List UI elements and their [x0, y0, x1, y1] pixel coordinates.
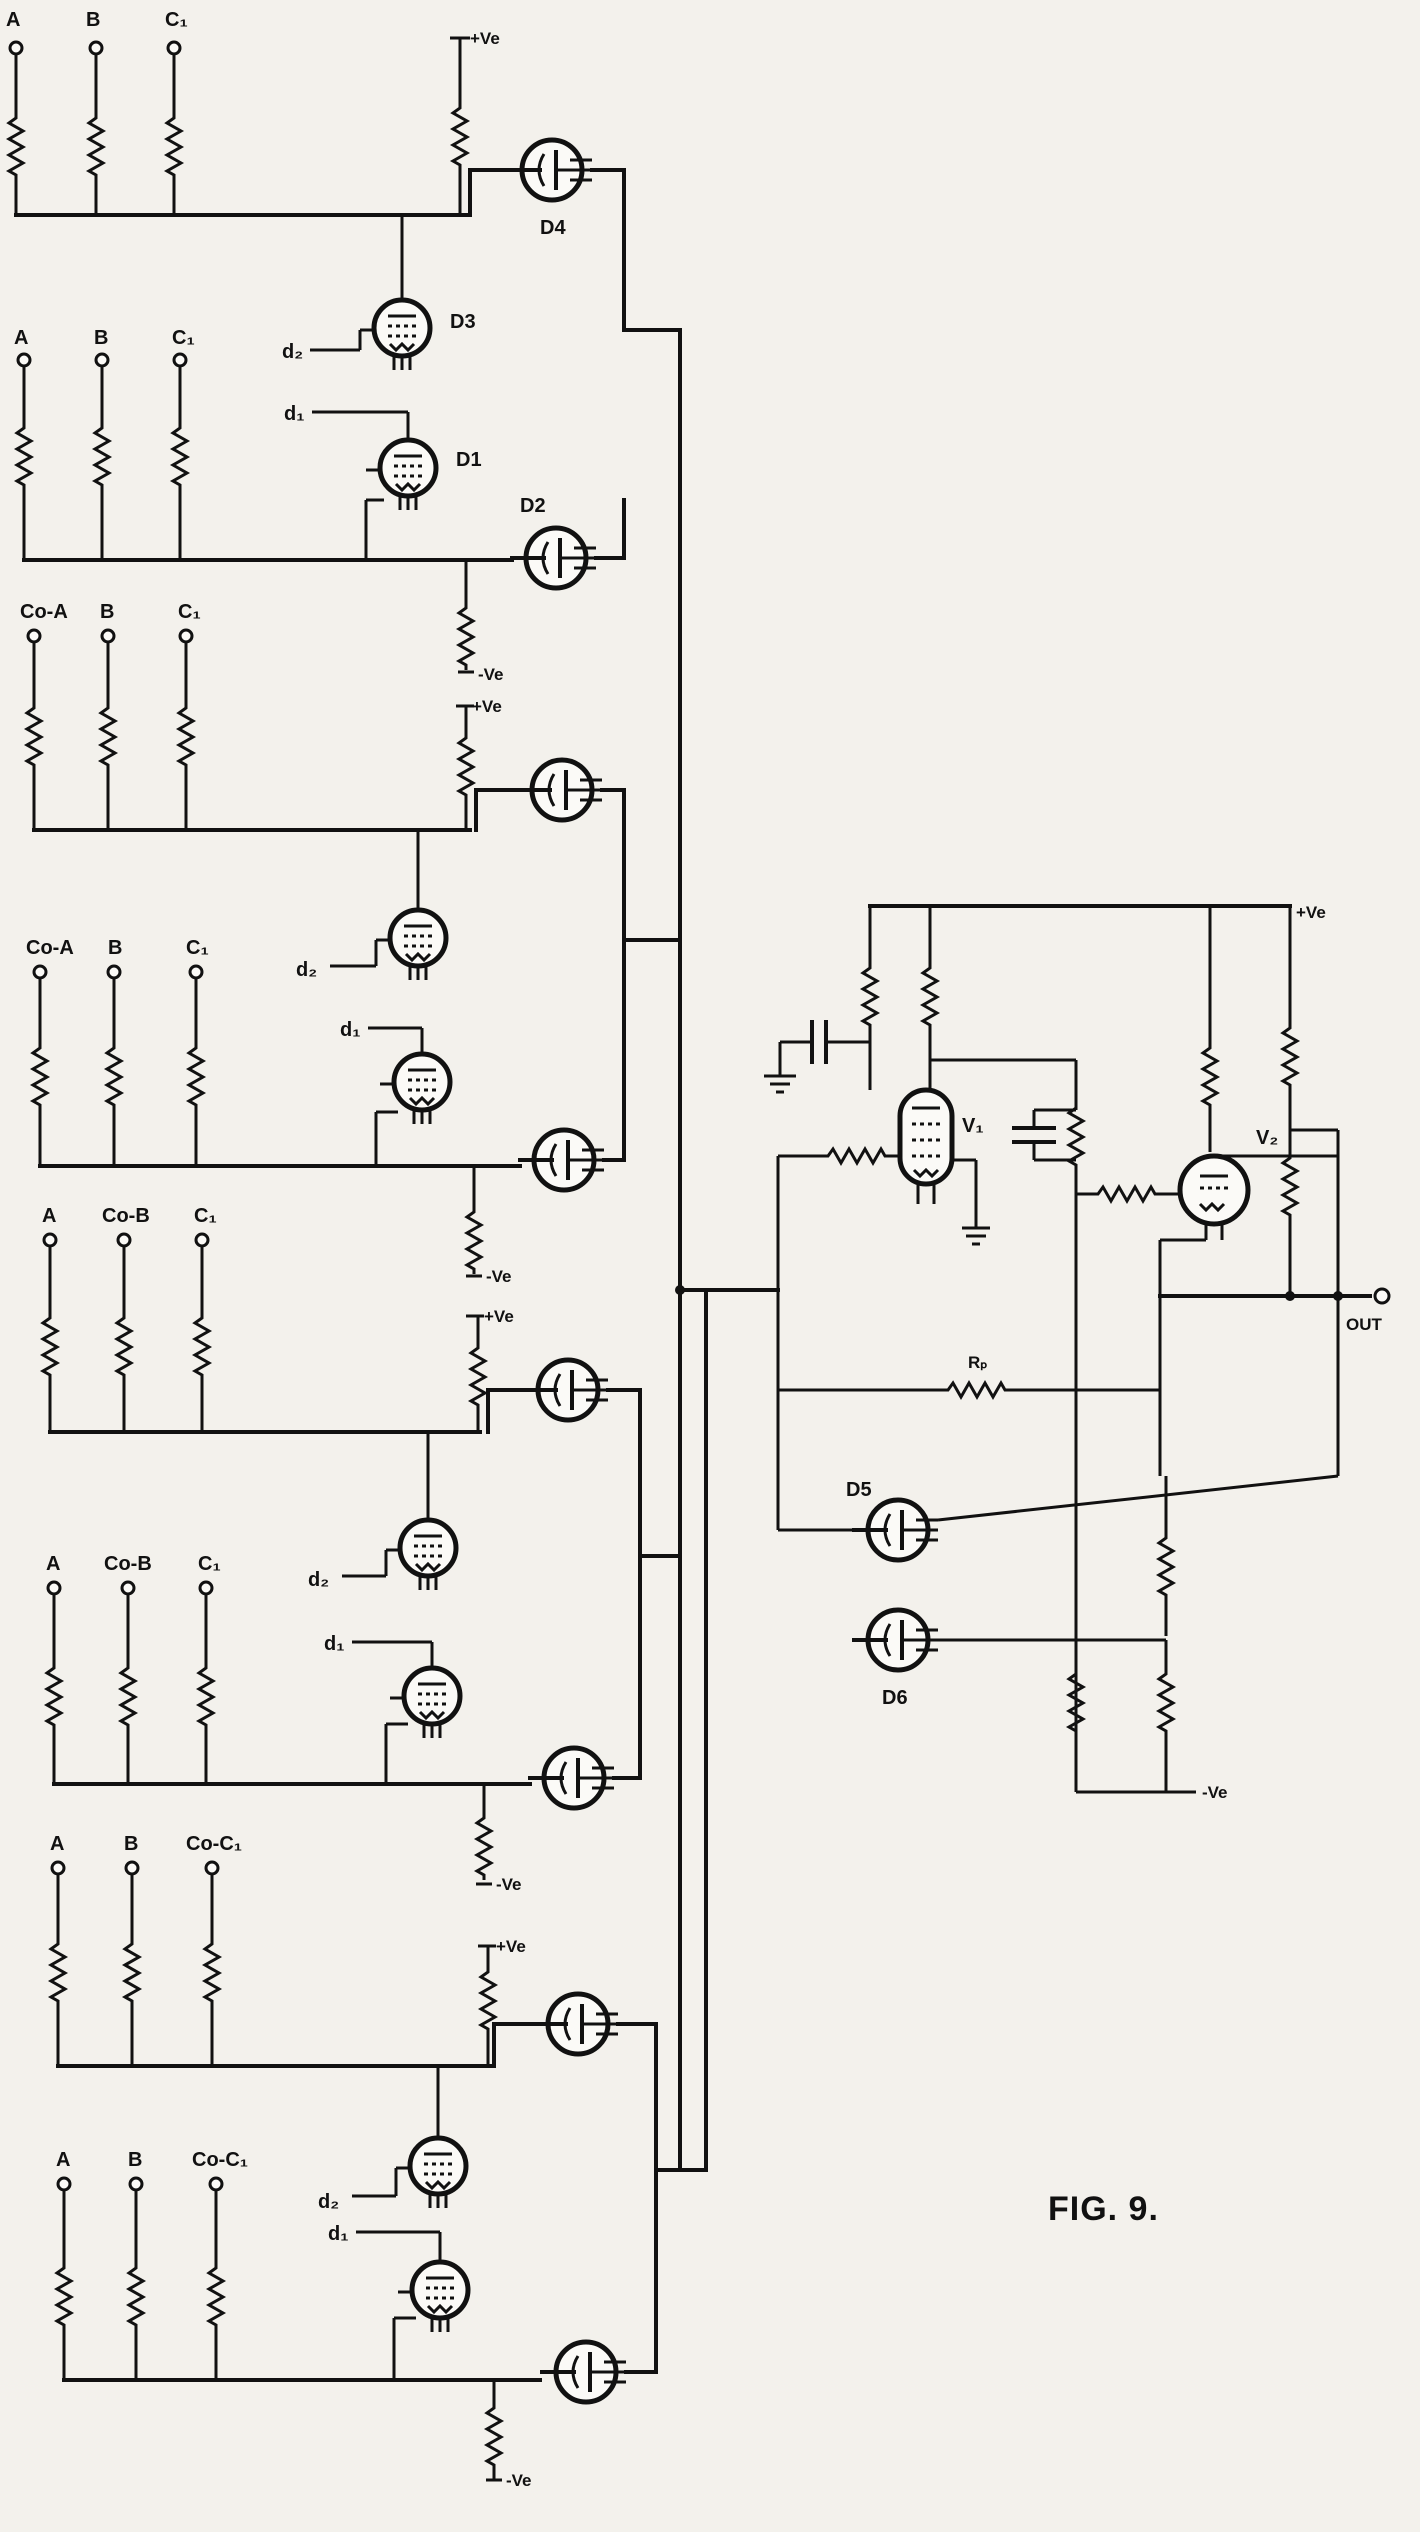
d1-label: d₁ [324, 1633, 345, 1655]
input-label: B [124, 1833, 138, 1855]
d1-label: d₁ [340, 1019, 361, 1041]
stage-2: Co-A B C₁ +Ve d₂ [20, 601, 626, 981]
input-label: B [86, 9, 100, 31]
input-label: Co-B [104, 1553, 152, 1575]
input-label: B [94, 327, 108, 349]
input-label: Co-A [26, 937, 74, 959]
output-label: OUT [1346, 1315, 1383, 1334]
supply-label: +Ve [496, 1937, 526, 1956]
d2-label: d₂ [296, 959, 317, 981]
input-label: Co-C₁ [186, 1833, 242, 1855]
input-label: A [42, 1205, 56, 1227]
input-label: C₁ [194, 1205, 217, 1227]
supply-label: -Ve [496, 1875, 522, 1894]
stage-1: A B C₁ +Ve D4 D3 d₂ D1 d₁ A B C₁ [6, 9, 682, 684]
d2-label: d₂ [308, 1569, 329, 1591]
supply-label: +Ve [472, 697, 502, 716]
input-label: A [50, 1833, 64, 1855]
d2-label: d₂ [318, 2191, 339, 2213]
input-label: A [14, 327, 28, 349]
supply-label: +Ve [484, 1307, 514, 1326]
stage-4: A Co-B C₁ +Ve d₂ [41, 1205, 642, 1591]
output-amplifier: +Ve V₁ [764, 903, 1391, 1802]
tube-label: D2 [520, 495, 546, 517]
tube-label: D6 [882, 1687, 908, 1709]
stage-7: A B Co-C₁ d₁ -Ve [55, 2149, 658, 2490]
summing-bus [622, 328, 780, 2172]
input-label: C₁ [186, 937, 209, 959]
supply-label: -Ve [506, 2471, 532, 2490]
feedback-resistor-label: Rₚ [968, 1353, 988, 1372]
tube-label: V₁ [962, 1115, 984, 1137]
figure-caption: FIG. 9. [1048, 2190, 1159, 2228]
input-label: Co-C₁ [192, 2149, 248, 2171]
stage-5: A Co-B C₁ d₁ -Ve [45, 1553, 642, 1894]
tube-label: D4 [540, 217, 566, 239]
tube-label: D3 [450, 311, 476, 333]
input-label: A [46, 1553, 60, 1575]
input-label: B [108, 937, 122, 959]
tube-label: D1 [456, 449, 482, 471]
tube-label: D5 [846, 1479, 872, 1501]
input-label: Co-A [20, 601, 68, 623]
input-label: C₁ [198, 1553, 221, 1575]
input-label: C₁ [178, 601, 201, 623]
stage-3: Co-A B C₁ d₁ -Ve [26, 788, 626, 1286]
d1-label: d₁ [328, 2223, 349, 2245]
supply-label: -Ve [486, 1267, 512, 1286]
input-label: Co-B [102, 1205, 150, 1227]
supply-label: -Ve [1202, 1783, 1228, 1802]
d1-label: d₁ [284, 403, 305, 425]
input-label: A [56, 2149, 70, 2171]
input-label: A [6, 9, 20, 31]
input-label: B [128, 2149, 142, 2171]
d2-label: d₂ [282, 341, 303, 363]
input-label: C₁ [172, 327, 195, 349]
supply-label: +Ve [1296, 903, 1326, 922]
input-label: C₁ [165, 9, 188, 31]
input-label: B [100, 601, 114, 623]
supply-label: -Ve [478, 665, 504, 684]
stage-6: A B Co-C₁ +Ve d₂ [49, 1833, 658, 2213]
supply-label: +Ve [470, 29, 500, 48]
tube-label: V₂ [1256, 1127, 1278, 1149]
